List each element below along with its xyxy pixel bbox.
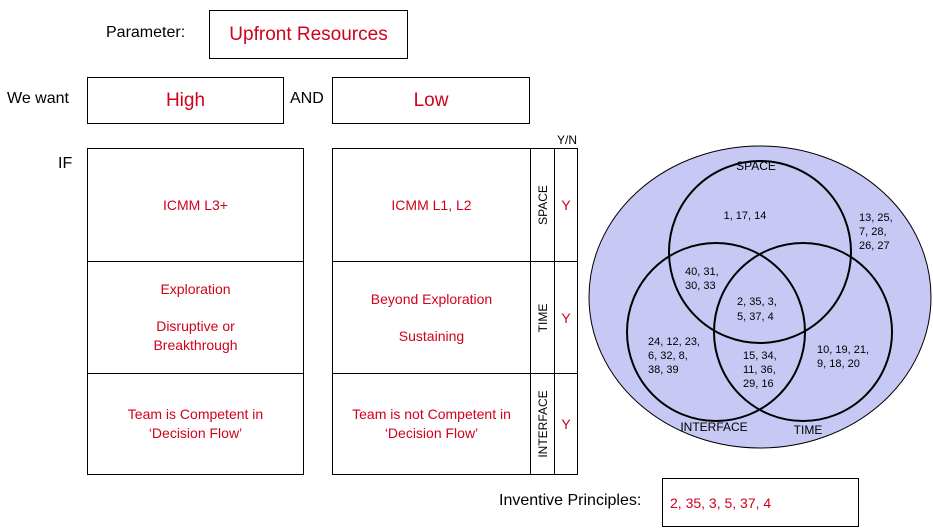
venn-interface-only-2: 6, 32, 8,	[648, 350, 688, 362]
venn-time-only-2: 9, 18, 20	[817, 358, 860, 370]
venn-label-time: TIME	[794, 423, 823, 437]
low-value: Low	[413, 89, 449, 111]
venn-interface-time-2: 11, 36,	[743, 364, 776, 376]
right-interface-line2: ‘Decision Flow’	[384, 425, 479, 441]
venn-interface-only-1: 24, 12, 23,	[648, 336, 700, 348]
right-time-line2: Sustaining	[398, 327, 465, 344]
venn-space-circle	[668, 160, 852, 344]
venn-interface-time-3: 29, 16	[743, 378, 774, 390]
parameter-label: Parameter:	[106, 24, 186, 41]
high-value: High	[165, 89, 206, 111]
right-time-cell: Beyond Exploration Sustaining	[332, 261, 531, 374]
left-time-line2: Disruptive or	[156, 318, 235, 334]
and-label: AND	[290, 90, 324, 107]
venn-outside-1: 13, 25,	[859, 212, 893, 224]
we-want-label: We want	[7, 90, 69, 107]
right-space-text: ICMM L1, L2	[391, 196, 472, 213]
parameter-value-box: Upfront Resources	[209, 10, 408, 59]
venn-center-1: 2, 35, 3,	[737, 296, 777, 308]
left-interface-line2: ‘Decision Flow’	[148, 425, 243, 441]
yn-header: Y/N	[557, 133, 578, 147]
inventive-principles-value: 2, 35, 3, 5, 37, 4	[670, 494, 772, 511]
yn-interface-value: Y	[561, 416, 571, 432]
left-interface-cell: Team is Competent in ‘Decision Flow’	[87, 373, 304, 475]
venn-interface-only-3: 38, 39	[648, 364, 679, 376]
yn-space-value: Y	[561, 197, 571, 213]
yn-interface-cell: Y	[554, 373, 578, 475]
right-interface-cell: Team is not Competent in ‘Decision Flow’	[332, 373, 531, 475]
venn-outside-3: 26, 27	[859, 240, 890, 252]
right-time-line1: Beyond Exploration	[370, 290, 493, 307]
venn-space-interface-2: 30, 33	[685, 280, 716, 292]
yn-time-value: Y	[561, 309, 571, 326]
inventive-principles-box: 2, 35, 3, 5, 37, 4	[662, 478, 859, 527]
right-interface-line1: Team is not Competent in	[352, 406, 511, 422]
if-label: IF	[58, 155, 73, 172]
venn-space-interface-1: 40, 31,	[685, 266, 719, 278]
venn-center-2: 5, 37, 4	[737, 311, 774, 323]
venn-space-only: 1, 17, 14	[724, 210, 767, 222]
left-space-text: ICMM L3+	[163, 196, 228, 213]
venn-interface-time-1: 15, 34,	[743, 350, 777, 362]
venn-time-only-1: 10, 19, 21,	[817, 344, 869, 356]
venn-interface-circle	[626, 242, 806, 422]
venn-label-interface: INTERFACE	[680, 420, 747, 434]
low-box: Low	[332, 77, 530, 124]
venn-label-space: SPACE	[736, 159, 776, 173]
left-time-line3: Breakthrough	[153, 337, 238, 353]
venn-time-circle	[713, 242, 893, 422]
left-interface-line1: Team is Competent in	[127, 406, 264, 422]
venn-outside-2: 7, 28,	[859, 226, 887, 238]
left-time-line1: Exploration	[160, 281, 231, 297]
high-box: High	[87, 77, 284, 124]
parameter-value: Upfront Resources	[229, 23, 388, 45]
inventive-principles-label: Inventive Principles:	[499, 492, 642, 509]
